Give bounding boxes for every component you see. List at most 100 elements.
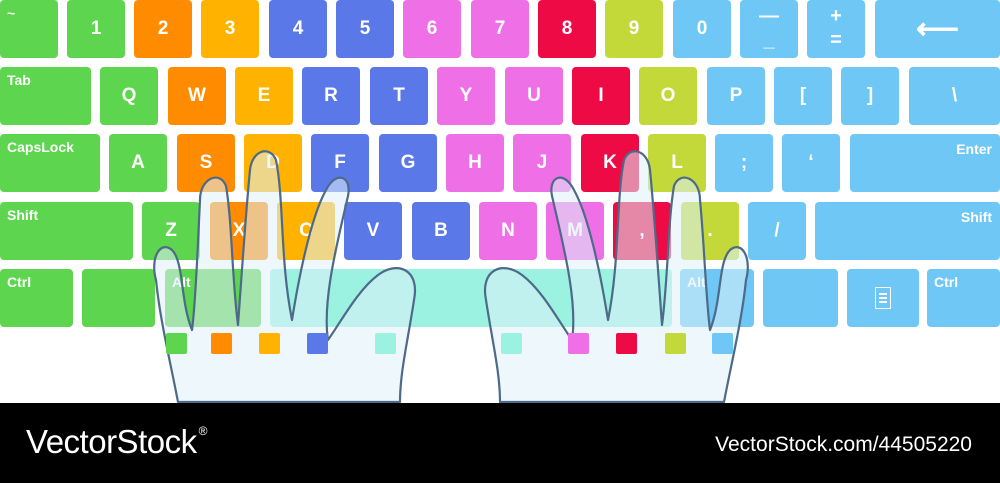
key-blank-2-11[interactable]: ‘: [782, 134, 840, 192]
key-4[interactable]: 4: [269, 0, 327, 58]
key-label: F: [334, 152, 346, 173]
key-a[interactable]: A: [109, 134, 167, 192]
left-finger-dot-3: [259, 333, 280, 354]
key-label: 2: [157, 18, 169, 39]
key-label-bottom: _: [763, 29, 775, 51]
key-6[interactable]: 6: [403, 0, 461, 58]
key-i[interactable]: I: [572, 67, 630, 125]
key-8[interactable]: 8: [538, 0, 596, 58]
right-finger-dot-5: [712, 333, 733, 354]
key-label: Shift: [7, 207, 39, 223]
backspace-arrow-icon: ⟵: [915, 12, 959, 46]
key-label: Y: [459, 85, 473, 106]
key-h[interactable]: H: [446, 134, 504, 192]
key-label-top: —: [759, 5, 779, 27]
key-label: Ctrl: [934, 274, 959, 290]
key-blank-2-10[interactable]: ;: [715, 134, 773, 192]
key-blank-1-11[interactable]: [: [774, 67, 832, 125]
key-label: P: [729, 85, 743, 106]
key-5[interactable]: 5: [336, 0, 394, 58]
key-w[interactable]: W: [168, 67, 226, 125]
key-9[interactable]: 9: [605, 0, 663, 58]
key-3[interactable]: 3: [201, 0, 259, 58]
right-finger-dot-2: [568, 333, 589, 354]
key-label: R: [324, 85, 338, 106]
right-finger-dot-3: [616, 333, 637, 354]
key-label: [: [799, 85, 807, 106]
key-blank-0-12[interactable]: +=: [807, 0, 865, 58]
key-label-top: +: [830, 5, 842, 27]
key-label: ~: [7, 5, 16, 21]
right-hand: [483, 150, 749, 403]
key-e[interactable]: E: [235, 67, 293, 125]
key-r[interactable]: R: [302, 67, 360, 125]
key-shift[interactable]: Shift: [815, 202, 1000, 260]
key-backspace-arrow[interactable]: ⟵: [875, 0, 1000, 58]
key-blank-0-11[interactable]: —_: [740, 0, 798, 58]
key-label: \: [951, 85, 958, 106]
key-blank-3-10[interactable]: /: [748, 202, 806, 260]
key-t[interactable]: T: [370, 67, 428, 125]
key-v[interactable]: V: [344, 202, 402, 260]
key-q[interactable]: Q: [100, 67, 158, 125]
key-label: S: [199, 152, 213, 173]
image-credit: VectorStock.com/44505220: [715, 433, 972, 456]
key-blank-1-13[interactable]: \: [909, 67, 1000, 125]
key-y[interactable]: Y: [437, 67, 495, 125]
key-label: J: [536, 152, 548, 173]
key-menu[interactable]: [847, 269, 919, 327]
key-7[interactable]: 7: [471, 0, 529, 58]
key-g[interactable]: G: [379, 134, 437, 192]
key-o[interactable]: O: [639, 67, 697, 125]
key-label: U: [527, 85, 541, 106]
key-label: Q: [121, 85, 137, 106]
key-label: W: [188, 85, 206, 106]
key-ctrl[interactable]: Ctrl: [927, 269, 1000, 327]
key-blank-4-5[interactable]: [763, 269, 838, 327]
key-label: CapsLock: [7, 139, 74, 155]
key-label: X: [232, 220, 246, 241]
key-ctrl[interactable]: Ctrl: [0, 269, 73, 327]
key-label: L: [671, 152, 683, 173]
key-label: Enter: [956, 141, 992, 157]
key-label: B: [434, 220, 448, 241]
left-finger-dot-1: [166, 333, 187, 354]
key-label: 4: [292, 18, 304, 39]
key-b[interactable]: B: [412, 202, 470, 260]
key-enter[interactable]: Enter: [850, 134, 1000, 192]
key-label: ]: [866, 85, 874, 106]
key-label: K: [603, 152, 617, 173]
key-blank-4-1[interactable]: [82, 269, 155, 327]
key-label-bottom: =: [830, 29, 842, 51]
key-label: ‘: [808, 152, 814, 173]
key-label: Shift: [960, 209, 992, 225]
key-label: Z: [165, 220, 177, 241]
key-label: Ctrl: [7, 274, 32, 290]
key-label: G: [400, 152, 416, 173]
key-p[interactable]: P: [707, 67, 765, 125]
key-u[interactable]: U: [505, 67, 563, 125]
key-label: 5: [359, 18, 371, 39]
left-hand: [153, 150, 417, 403]
key-shift[interactable]: Shift: [0, 202, 133, 260]
key-n[interactable]: N: [479, 202, 537, 260]
brand-registered-mark: ®: [198, 424, 208, 438]
key-label: O: [660, 85, 676, 106]
key-0[interactable]: 0: [673, 0, 731, 58]
left-finger-dot-4: [307, 333, 328, 354]
key-tab[interactable]: Tab: [0, 67, 91, 125]
key-label: 1: [90, 18, 102, 39]
key-capslock[interactable]: CapsLock: [0, 134, 100, 192]
hands-illustration: [153, 150, 749, 403]
key-1[interactable]: 1: [67, 0, 125, 58]
key-label: H: [468, 152, 482, 173]
key-blank-1-12[interactable]: ]: [841, 67, 899, 125]
key-2[interactable]: 2: [134, 0, 192, 58]
key-blank-0-0[interactable]: ~: [0, 0, 58, 58]
key-label: /: [774, 220, 780, 241]
key-label: 7: [494, 18, 506, 39]
brand-logo: VectorStock®: [26, 423, 207, 461]
brand-name: VectorStock: [26, 423, 197, 460]
key-label: 9: [628, 18, 640, 39]
left-finger-dot-2: [211, 333, 232, 354]
